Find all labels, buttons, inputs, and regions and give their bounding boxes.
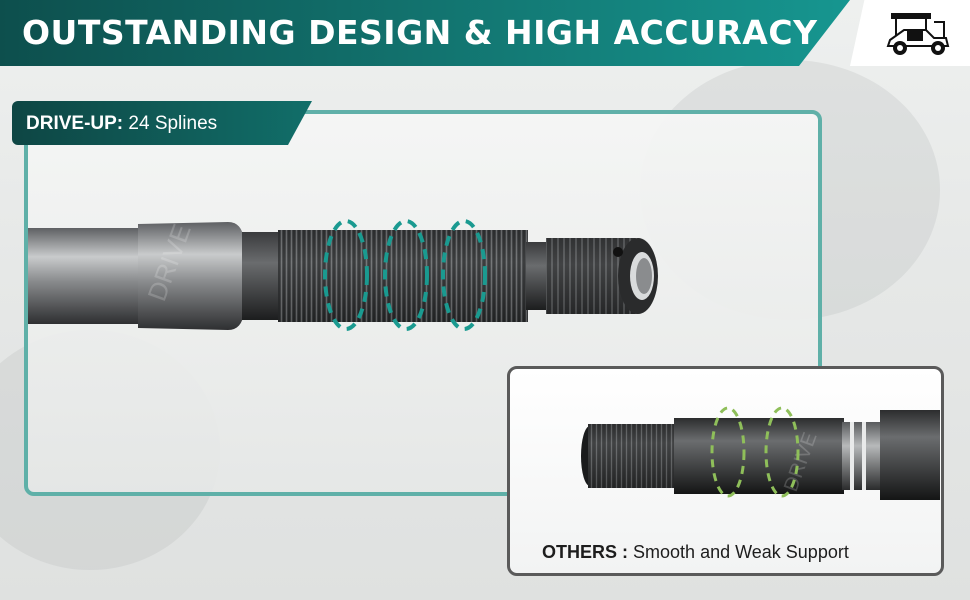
spline-marker <box>323 219 369 331</box>
smooth-marker <box>764 406 800 498</box>
drive-up-tag <box>12 101 312 145</box>
smooth-marker <box>710 406 746 498</box>
header-banner <box>0 0 850 66</box>
page-title: OUTSTANDING DESIGN & HIGH ACCURACY <box>22 13 818 52</box>
spline-marker <box>383 219 429 331</box>
smooth-axle-image: DRIVE <box>581 406 940 500</box>
others-label-bold: OTHERS : <box>542 542 629 562</box>
logo-box <box>850 0 970 66</box>
golf-cart-icon <box>886 13 950 55</box>
others-label: OTHERS : Smooth and Weak Support <box>542 540 849 564</box>
others-label-text: Smooth and Weak Support <box>633 542 849 562</box>
drive-up-label-bold: DRIVE-UP: <box>26 113 124 134</box>
drive-up-label-text: 24 Splines <box>128 113 218 134</box>
drive-up-label: DRIVE-UP: 24 Splines <box>26 112 217 136</box>
spline-marker <box>441 219 487 331</box>
splined-axle-image: DRIVE <box>28 219 658 331</box>
